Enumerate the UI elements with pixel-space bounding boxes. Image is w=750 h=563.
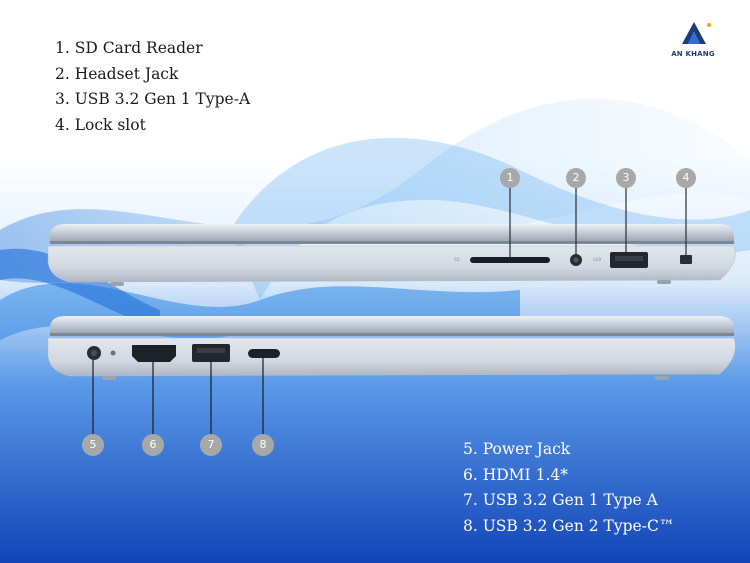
laptop-left-side [47,316,736,380]
callout-badge-1: 1 [500,168,520,188]
bottom-port-list: 5. Power Jack 6. HDMI 1.4* 7. USB 3.2 Ge… [463,437,674,539]
sd-card-slot [470,257,550,263]
top-port-list: 1. SD Card Reader 2. Headset Jack 3. USB… [55,36,250,138]
usb-c-port [248,349,280,358]
callout-badge-2: 2 [566,168,586,188]
callout-badge-5: 5 [82,434,104,456]
brand-logo: AN KHANG [668,20,718,66]
wave-shape [0,248,160,330]
logo-mark [682,22,706,44]
sd-port-label: SD [454,257,460,262]
lock-slot [680,255,692,264]
list-item: 7. USB 3.2 Gen 1 Type A [463,491,658,509]
usb-port-label: USB [593,257,602,262]
hdmi-port [132,345,176,362]
list-item: 8. USB 3.2 Gen 2 Type-C™ [463,516,675,535]
logo-text: AN KHANG [671,50,715,58]
callout-badge-7: 7 [200,434,222,456]
list-item: 1. SD Card Reader [55,39,203,57]
list-item: 2. Headset Jack [55,64,179,83]
callout-badge-3: 3 [616,168,636,188]
wave-shape [230,137,750,300]
callout-badge-6: 6 [142,434,164,456]
callout-badge-4: 4 [676,168,696,188]
list-item: 5. Power Jack [463,440,571,458]
list-item: 6. HDMI 1.4* [463,465,568,484]
list-item: 4. Lock slot [55,115,146,134]
callout-badge-8: 8 [252,434,274,456]
list-item: 3. USB 3.2 Gen 1 Type-A [55,90,251,108]
laptop-right-side [47,224,736,286]
